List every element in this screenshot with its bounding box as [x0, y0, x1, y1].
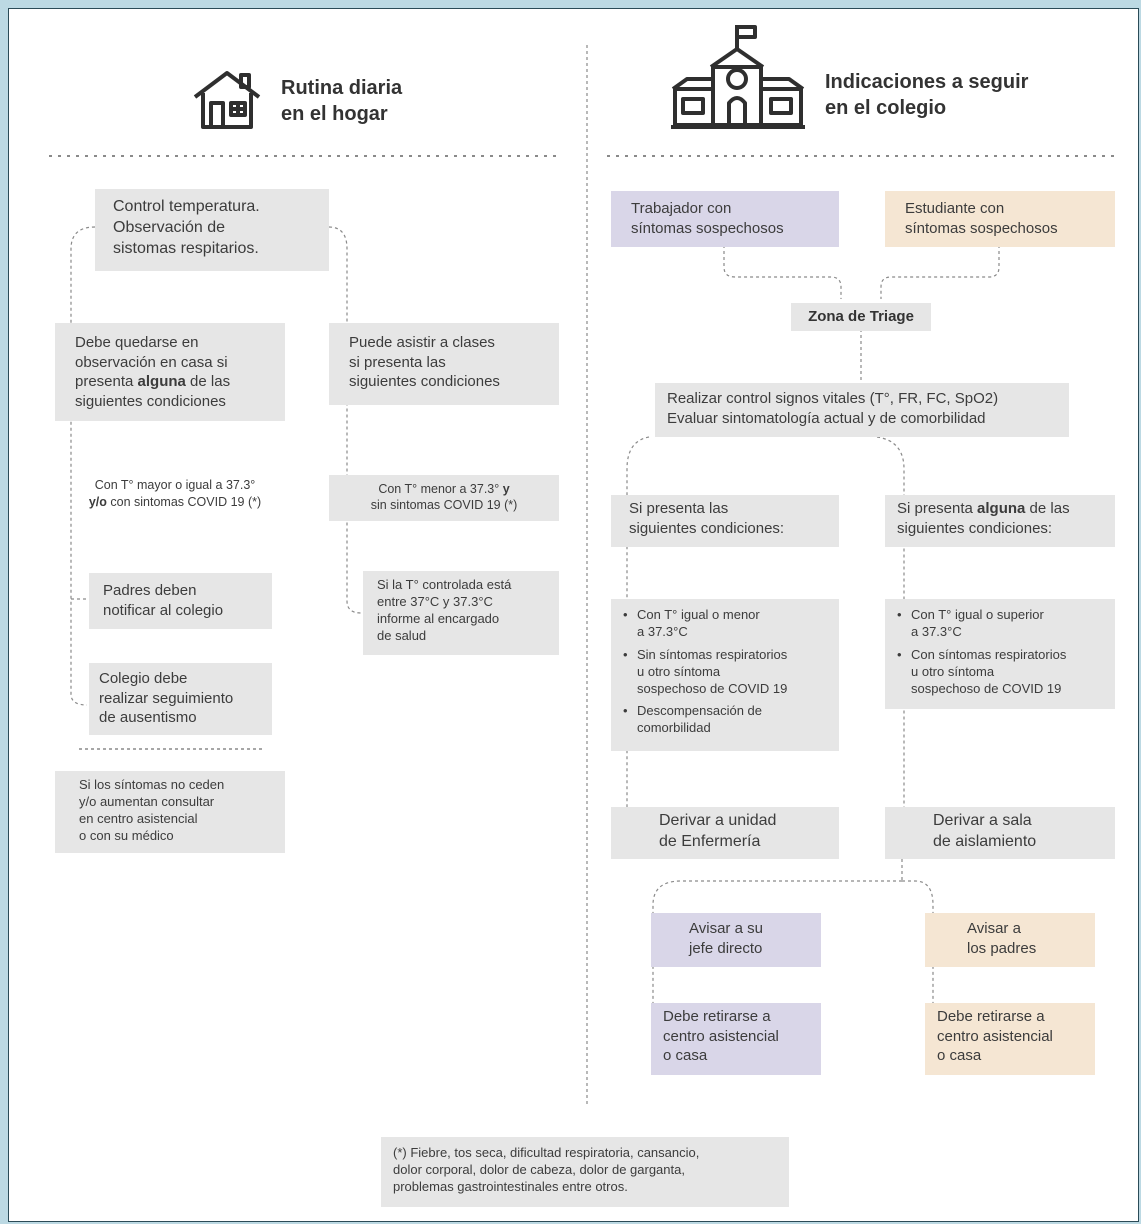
- student-box: Estudiante con síntomas sospechosos: [885, 191, 1115, 247]
- left-header-title: Rutina diaria en el hogar: [281, 77, 403, 125]
- if-any-bold: alguna: [977, 500, 1026, 517]
- school-icon: [669, 23, 809, 134]
- infographic-canvas: Rutina diaria en el hogar Indicaciones a…: [8, 8, 1139, 1222]
- cond-high-bold: y/o: [88, 494, 107, 509]
- condition-low-temp-box: Con T° menor a 37.3° y sin sintomas COVI…: [329, 475, 559, 521]
- right-conditions-list: Con T° igual o superior a 37.3°C Con sín…: [895, 607, 1105, 697]
- connector-lines: [49, 45, 1119, 1104]
- stay-home-bold: alguna: [137, 373, 186, 390]
- left-condition-item: Descompensación de comorbilidad: [621, 703, 829, 737]
- left-condition-item: Sin síntomas respiratorios u otro síntom…: [621, 647, 829, 698]
- control-temperature-box: Control temperatura. Observación de sist…: [95, 189, 329, 271]
- footnote-box: (*) Fiebre, tos seca, dificultad respira…: [381, 1137, 789, 1207]
- parents-notify-box: Padres deben notificar al colegio: [89, 573, 272, 629]
- if-any-b: de las siguientes condiciones:: [897, 500, 1070, 537]
- if-any-a: Si presenta: [897, 500, 978, 517]
- leave-box-2: Debe retirarse a centro asistencial o ca…: [925, 1003, 1095, 1075]
- if-present-any-box: Si presenta alguna de las siguientes con…: [885, 495, 1115, 547]
- notify-boss-box: Avisar a su jefe directo: [651, 913, 821, 967]
- temp-between-box: Si la T° controlada está entre 37°C y 37…: [363, 571, 559, 655]
- worker-box: Trabajador con síntomas sospechosos: [611, 191, 839, 247]
- left-conditions-box: Con T° igual o menor a 37.3°C Sin síntom…: [611, 599, 839, 751]
- right-header-title: Indicaciones a seguir en el colegio: [825, 71, 1029, 119]
- leave-box-1: Debe retirarse a centro asistencial o ca…: [651, 1003, 821, 1075]
- left-conditions-list: Con T° igual o menor a 37.3°C Sin síntom…: [621, 607, 829, 737]
- left-condition-item: Con T° igual o menor a 37.3°C: [621, 607, 829, 641]
- cond-high-a: Con T° mayor o igual a 37.3°: [94, 478, 256, 492]
- cond-low-a: Con T° menor a 37.3°: [378, 482, 503, 496]
- vitals-box: Realizar control signos vitales (T°, FR,…: [655, 383, 1069, 437]
- cond-high-b: con sintomas COVID 19 (*): [106, 494, 262, 509]
- derive-nursing-box: Derivar a unidad de Enfermería: [611, 807, 839, 859]
- school-follow-box: Colegio debe realizar seguimiento de aus…: [89, 663, 272, 735]
- stay-home-text-a: Debe quedarse en observación en casa si …: [75, 334, 228, 390]
- symptoms-persist-box: Si los síntomas no ceden y/o aumentan co…: [55, 771, 285, 853]
- triage-label: Zona de Triage: [791, 303, 931, 331]
- if-present-all-box: Si presenta las siguientes condiciones:: [611, 495, 839, 547]
- can-attend-box: Puede asistir a clases si presenta las s…: [329, 323, 559, 405]
- stay-home-text-b: de las siguientes condiciones: [75, 373, 231, 410]
- right-condition-item: Con T° igual o superior a 37.3°C: [895, 607, 1105, 641]
- right-conditions-box: Con T° igual o superior a 37.3°C Con sín…: [885, 599, 1115, 709]
- stay-home-box: Debe quedarse en observación en casa si …: [55, 323, 285, 421]
- right-condition-item: Con síntomas respiratorios u otro síntom…: [895, 647, 1105, 698]
- condition-high-temp: Con T° mayor o igual a 37.3° y/o con sin…: [55, 477, 295, 511]
- cond-low-b: sin sintomas COVID 19 (*): [370, 498, 518, 513]
- derive-isolation-box: Derivar a sala de aislamiento: [885, 807, 1115, 859]
- notify-parents-box: Avisar a los padres: [925, 913, 1095, 967]
- cond-low-bold: y: [502, 482, 510, 496]
- house-icon: [191, 67, 263, 136]
